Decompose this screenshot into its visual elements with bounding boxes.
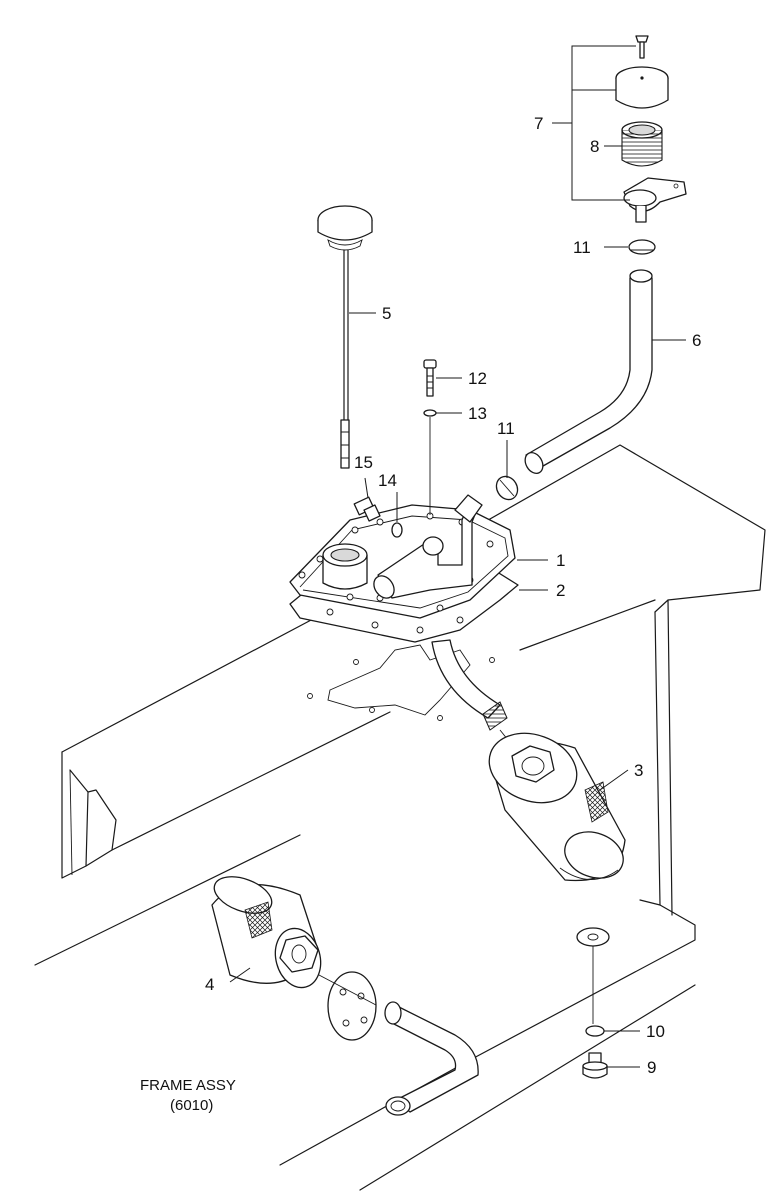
- callout-7: 7: [534, 114, 543, 133]
- callout-13: 13: [468, 404, 487, 423]
- dipstick-cap: [317, 205, 373, 469]
- return-filter: [211, 876, 322, 989]
- o-ring-14: [391, 522, 403, 538]
- callout-14: 14: [378, 471, 397, 490]
- callout-4: 4: [205, 975, 214, 994]
- callout-9: 9: [647, 1058, 656, 1077]
- callout-11-mid: 11: [497, 419, 515, 438]
- breather-hose: [524, 269, 653, 474]
- air-breather: [615, 35, 687, 223]
- frame-assy-caption: FRAME ASSY (6010): [140, 1077, 236, 1114]
- hose-clamp-top: [628, 239, 656, 255]
- return-pipe: [299, 964, 479, 1116]
- callout-15: 15: [354, 453, 373, 472]
- caption-line-2: (6010): [170, 1097, 213, 1114]
- leader-lines: [229, 45, 686, 1068]
- tank-cover: [289, 494, 519, 643]
- washer-13: [423, 409, 437, 417]
- frame-outline: [34, 444, 766, 1191]
- callout-12: 12: [468, 369, 487, 388]
- callout-labels: 1 2 3 4 5 6 7 8 9 10 11 11 12 13 14 15: [205, 114, 701, 1077]
- bolt-12: [423, 359, 437, 397]
- callout-8: 8: [590, 137, 599, 156]
- callout-3: 3: [634, 761, 643, 780]
- callout-10: 10: [646, 1022, 665, 1041]
- caption-line-1: FRAME ASSY: [140, 1077, 236, 1094]
- callout-2: 2: [556, 581, 565, 600]
- o-ring-10: [585, 1025, 605, 1037]
- suction-filter: [488, 732, 626, 882]
- callout-1: 1: [556, 551, 565, 570]
- drain-plug-9: [582, 1052, 608, 1079]
- callout-6: 6: [692, 331, 701, 350]
- callout-5: 5: [382, 304, 391, 323]
- callout-11-top: 11: [573, 238, 591, 257]
- hose-clamp-mid: [495, 475, 519, 501]
- fitting-15: [353, 477, 381, 522]
